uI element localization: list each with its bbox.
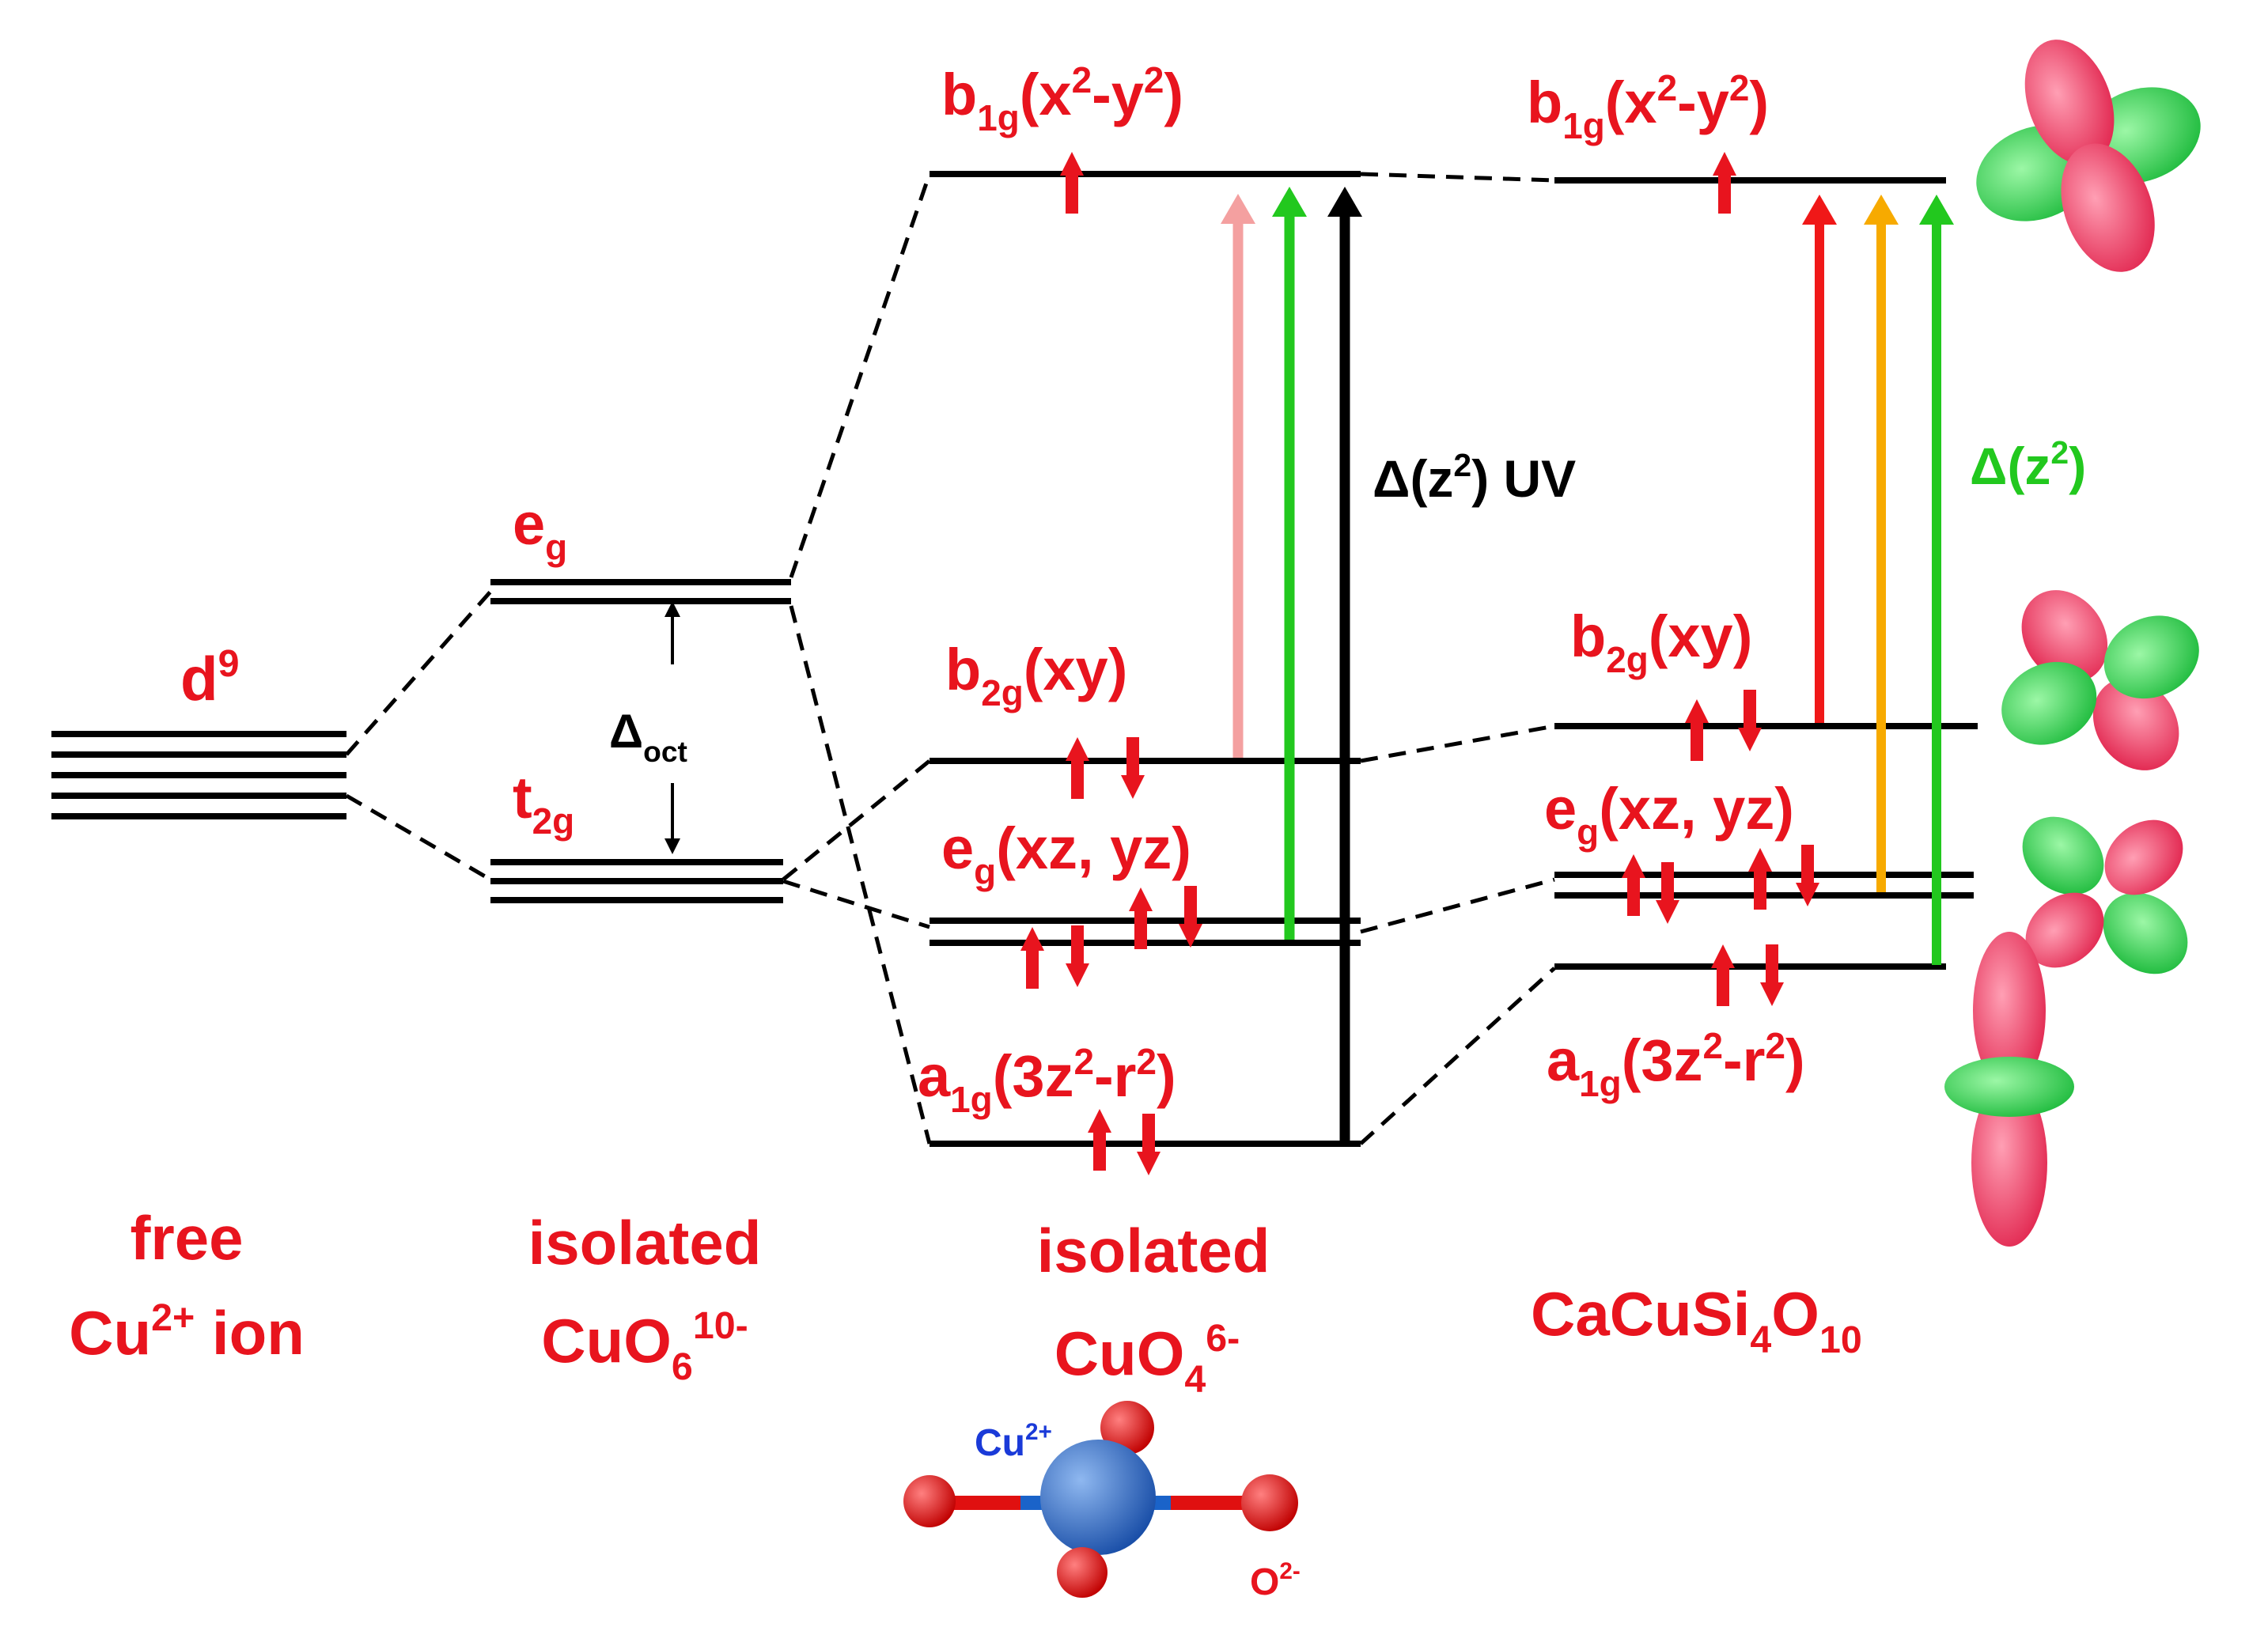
cacusi4o10-eg-label: eg(xz, yz) xyxy=(1544,776,1794,853)
cuo4-molecule xyxy=(903,1401,1298,1598)
free-ion-levels xyxy=(51,731,346,819)
cacusi4o10-b1g-label: b1g(x2-y2) xyxy=(1527,67,1769,146)
electron-down xyxy=(1066,925,1089,987)
cacusi4o10-electrons xyxy=(1622,152,1819,1006)
cu-atom-label: Cu2+ xyxy=(975,1419,1052,1464)
cuo6-title-line1: isolated xyxy=(528,1208,762,1277)
electron-down xyxy=(1121,737,1145,799)
free-ion-title-line1: free xyxy=(130,1203,243,1273)
electron-up xyxy=(1748,848,1772,910)
free-ion-title-line2: Cu2+ ion xyxy=(69,1296,305,1368)
o-atom-back xyxy=(1100,1401,1154,1455)
o-atom-label: O2- xyxy=(1250,1558,1301,1603)
transition-arrow-green xyxy=(1272,187,1307,940)
transition-arrow-black xyxy=(1327,187,1362,1144)
cuo6-levels xyxy=(490,579,791,903)
cuo4-levels xyxy=(930,171,1361,1147)
cuo4-title-line2: CuO46- xyxy=(1054,1317,1240,1401)
o-atom-front xyxy=(1057,1547,1107,1598)
cuo6-title-line2: CuO610- xyxy=(541,1304,748,1388)
electron-down xyxy=(1137,1114,1161,1175)
d9-label: d9 xyxy=(180,642,240,713)
cacusi4o10-transition-label: Δ(z2) xyxy=(1970,434,2086,495)
cuo4-a1g-label: a1g(3z2-r2) xyxy=(918,1041,1176,1120)
connectors-cuo4-to-cacusi4o10 xyxy=(1359,172,1556,1145)
electron-up xyxy=(1711,944,1735,1006)
transition-arrow-green xyxy=(1919,195,1954,965)
electron-up xyxy=(1020,927,1044,989)
transition-arrow-red xyxy=(1802,195,1837,723)
electron-down xyxy=(1760,944,1784,1006)
electron-up xyxy=(1129,887,1153,949)
cuo4-transitions xyxy=(1221,187,1362,1144)
connectors-cuo6-to-cuo4 xyxy=(782,173,932,1145)
cacusi4o10-transitions xyxy=(1802,195,1954,965)
electron-up xyxy=(1066,737,1089,799)
cuo6-t2g-label: t2g xyxy=(513,765,574,842)
electron-up xyxy=(1622,854,1645,916)
electron-up xyxy=(1088,1109,1111,1171)
transition-arrow-pink xyxy=(1221,194,1255,758)
electron-down xyxy=(1738,690,1762,751)
cuo6-eg-label: eg xyxy=(513,491,567,568)
cuo4-electrons xyxy=(1020,152,1202,1175)
cacusi4o10-levels xyxy=(1554,177,1978,970)
orbital-dxy-picture xyxy=(2001,590,2199,770)
connectors-free-to-cuo6 xyxy=(345,590,492,882)
o-atom-left xyxy=(903,1475,956,1527)
cacusi4o10-a1g-label: a1g(3z2-r2) xyxy=(1547,1025,1805,1104)
orbital-dz2-picture xyxy=(1944,932,2074,1247)
delta-oct-label: Δoct xyxy=(609,705,687,768)
orbital-dx2y2-picture xyxy=(1976,40,2201,272)
electron-up xyxy=(1060,152,1084,214)
cuo4-uv-transition-label: Δ(z2) UV xyxy=(1373,447,1576,508)
cacusi4o10-b2g-label: b2g(xy) xyxy=(1570,604,1752,680)
cuo4-eg-label: eg(xz, yz) xyxy=(941,815,1191,892)
cuo4-b2g-label: b2g(xy) xyxy=(945,637,1127,713)
cu-atom xyxy=(1040,1440,1156,1555)
electron-up xyxy=(1713,152,1736,214)
cacusi4o10-title: CaCuSi4O10 xyxy=(1531,1279,1862,1361)
cuo4-b1g-label: b1g(x2-y2) xyxy=(941,59,1183,138)
orbital-dxz-yz-picture xyxy=(2022,816,2188,974)
electron-up xyxy=(1685,699,1709,761)
electron-down xyxy=(1796,845,1819,906)
transition-arrow-orange xyxy=(1864,195,1899,892)
electron-down xyxy=(1656,862,1679,924)
cuo4-title-line1: isolated xyxy=(1037,1216,1270,1285)
electron-down xyxy=(1179,886,1202,948)
o-atom-right xyxy=(1241,1474,1298,1531)
